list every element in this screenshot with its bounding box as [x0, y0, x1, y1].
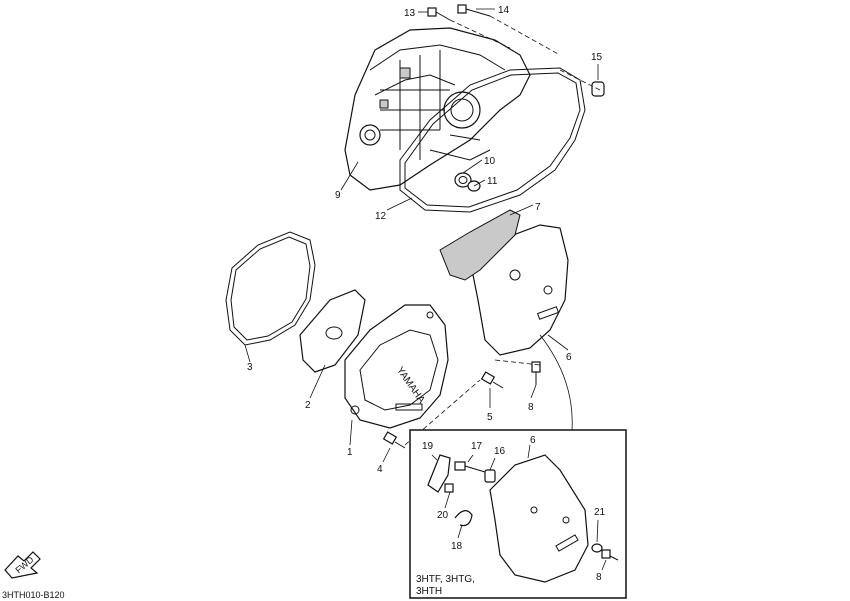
inset-callout-21: 21	[594, 507, 606, 518]
inset-callout-20: 20	[437, 510, 449, 521]
cover-gasket	[225, 231, 316, 346]
forward-arrow-icon: FWD	[4, 551, 41, 579]
callout-5: 5	[487, 412, 493, 423]
inset-models-line1: 3HTF, 3HTG,	[416, 574, 475, 585]
callout-10: 10	[484, 156, 496, 167]
callout-6: 6	[566, 352, 572, 363]
callout-9: 9	[335, 190, 341, 201]
inset-callout-17: 17	[471, 441, 483, 452]
inset-models-line2: 3HTH	[416, 586, 442, 597]
callout-2: 2	[305, 400, 311, 411]
inset-callout-19: 19	[422, 441, 434, 452]
callout-leaders	[244, 8, 599, 463]
callout-12: 12	[375, 211, 387, 222]
inset-callout-16: 16	[494, 446, 506, 457]
inset-panel: 19 17 16 6 20 18 21 8 3HTF, 3HTG, 3HTH	[409, 429, 627, 599]
inset-callout-6: 6	[530, 435, 536, 446]
bolt-13	[427, 7, 451, 21]
inset-callout-8: 8	[596, 572, 602, 583]
flywheel-cover-gasket	[299, 289, 366, 373]
callout-13: 13	[404, 8, 416, 19]
drawing-code: 3HTH010-B120	[2, 590, 65, 600]
callout-8: 8	[528, 402, 534, 413]
inset-callout-18: 18	[451, 541, 463, 552]
callout-7: 7	[535, 202, 541, 213]
bolt-14	[457, 4, 491, 17]
bolt-8	[531, 361, 541, 385]
sprocket-cover	[439, 209, 569, 356]
crankcase-cover: YAMAHA	[344, 304, 449, 429]
callout-15: 15	[591, 52, 603, 63]
callout-14: 14	[498, 5, 510, 16]
crankcase-gasket	[399, 67, 586, 213]
bolt-5	[480, 371, 504, 389]
crankcase	[344, 27, 531, 191]
bolt-4	[382, 431, 406, 449]
callout-1: 1	[347, 447, 353, 458]
callout-4: 4	[377, 464, 383, 475]
callout-3: 3	[247, 362, 253, 373]
callout-11: 11	[487, 176, 498, 187]
